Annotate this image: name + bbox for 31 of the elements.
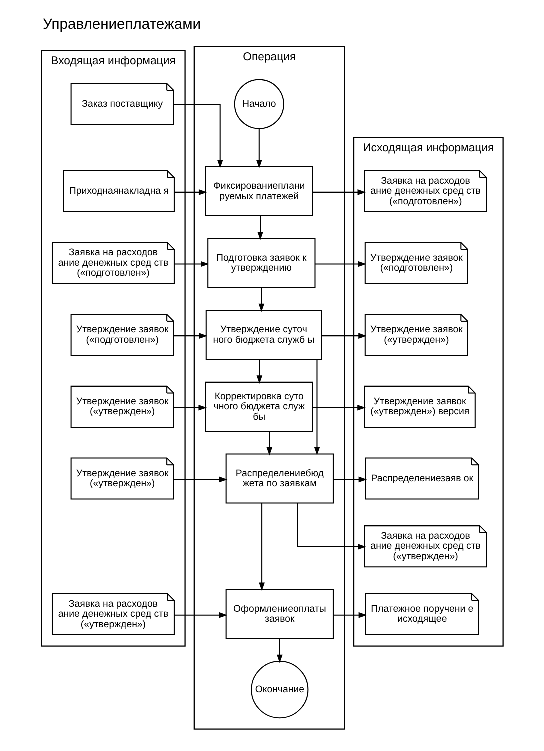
arrow: [333, 612, 367, 618]
arrow: [333, 476, 367, 483]
arrow: [174, 333, 208, 339]
arrow: [296, 503, 366, 550]
arrow: [174, 190, 207, 196]
node-box: Подготовка заявок к утверждению: [207, 238, 316, 288]
arrow: [258, 288, 264, 312]
arrow: [314, 360, 320, 456]
arrow: [256, 129, 262, 169]
diagram-title: Управлениеплатежами: [42, 16, 201, 33]
node-box: Оформлениеоплаты заявок: [225, 589, 334, 640]
arrow: [312, 190, 366, 196]
arrow: [174, 261, 209, 268]
arrow: [276, 639, 282, 664]
node-box: Распределениебюд жета по заявкам: [225, 454, 334, 504]
arrow: [312, 404, 366, 411]
arrow: [174, 612, 228, 618]
node-box: Фиксированиеплани руемых платежей: [204, 166, 313, 217]
node-circle: Начало: [234, 79, 284, 130]
arrow: [174, 476, 228, 483]
arrow: [314, 261, 366, 268]
arrow: [321, 333, 366, 339]
arrow: [258, 503, 264, 592]
arrow: [257, 216, 263, 240]
node-box: Утверждение суточ ного бюджета служб ы: [205, 310, 322, 360]
node-box: Корректировка суто чного бюджета служ бы: [204, 382, 313, 432]
arrow: [173, 404, 207, 411]
arrow: [174, 104, 223, 168]
arrow: [256, 360, 262, 384]
node-circle: Окончание: [250, 661, 308, 719]
arrow: [266, 432, 272, 456]
